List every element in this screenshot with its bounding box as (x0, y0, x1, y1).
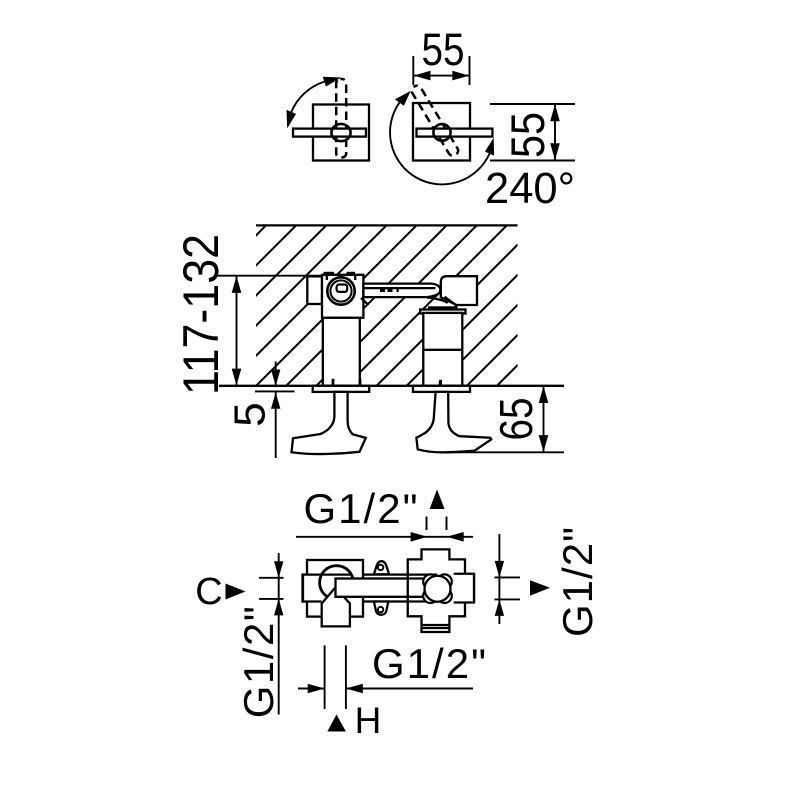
svg-text:117-132: 117-132 (173, 234, 229, 395)
svg-text:5: 5 (226, 402, 275, 426)
svg-text:H: H (355, 700, 382, 741)
svg-text:C: C (195, 571, 222, 613)
svg-text:55: 55 (422, 24, 465, 75)
svg-text:G1/2": G1/2" (372, 640, 488, 687)
svg-text:G1/2": G1/2" (235, 605, 282, 718)
svg-text:55: 55 (501, 112, 554, 158)
svg-text:65: 65 (490, 398, 542, 441)
svg-text:G1/2": G1/2" (554, 526, 601, 637)
svg-text:240°: 240° (485, 165, 575, 213)
svg-text:G1/2": G1/2" (304, 485, 420, 532)
